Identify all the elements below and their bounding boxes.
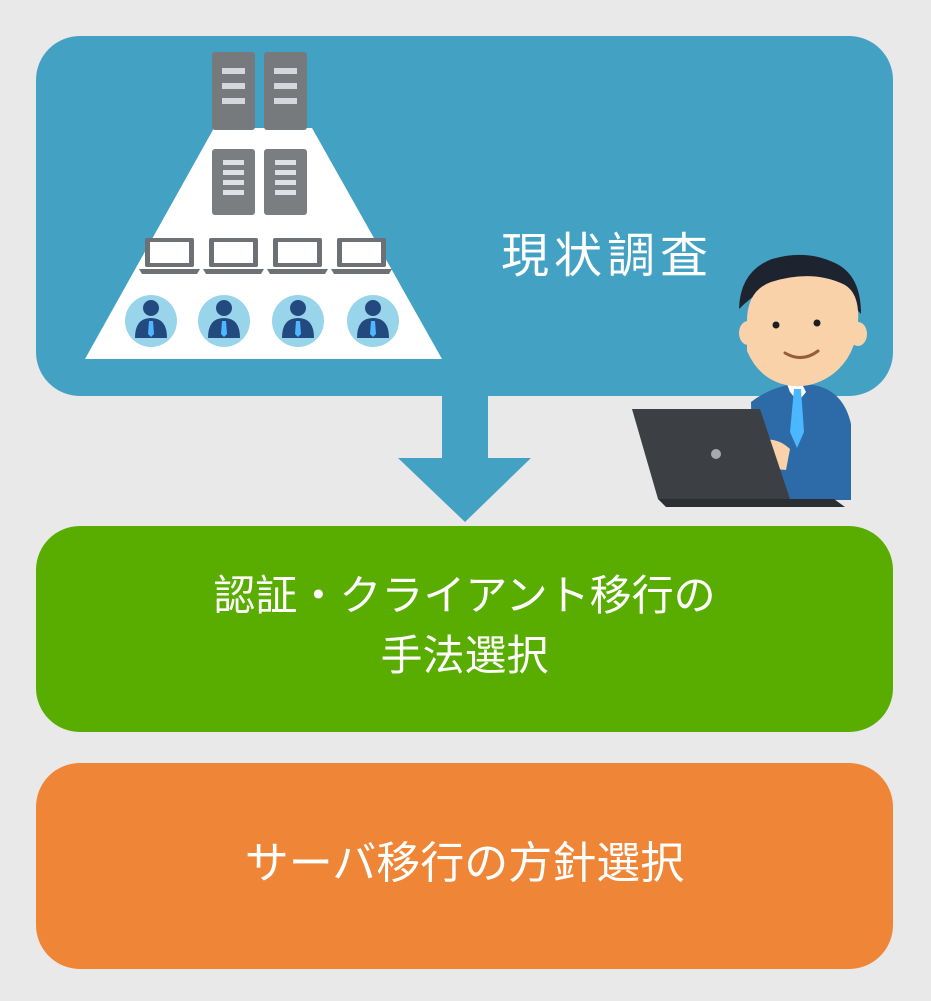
stage-auth-box: 認証・クライアント移行の 手法選択: [36, 526, 893, 732]
auth-label-line-1: 認証・クライアント移行の: [213, 571, 716, 620]
down-arrow-icon: [398, 396, 531, 522]
auth-label: 認証・クライアント移行の 手法選択: [36, 566, 893, 686]
survey-label: 現状調査: [501, 228, 714, 284]
stage-server-box: サーバ移行の方針選択: [36, 763, 893, 969]
auth-label-line-2: 手法選択: [380, 631, 549, 680]
server-label: サーバ移行の方針選択: [244, 838, 685, 889]
stage-survey-box: 現状調査: [36, 36, 893, 396]
